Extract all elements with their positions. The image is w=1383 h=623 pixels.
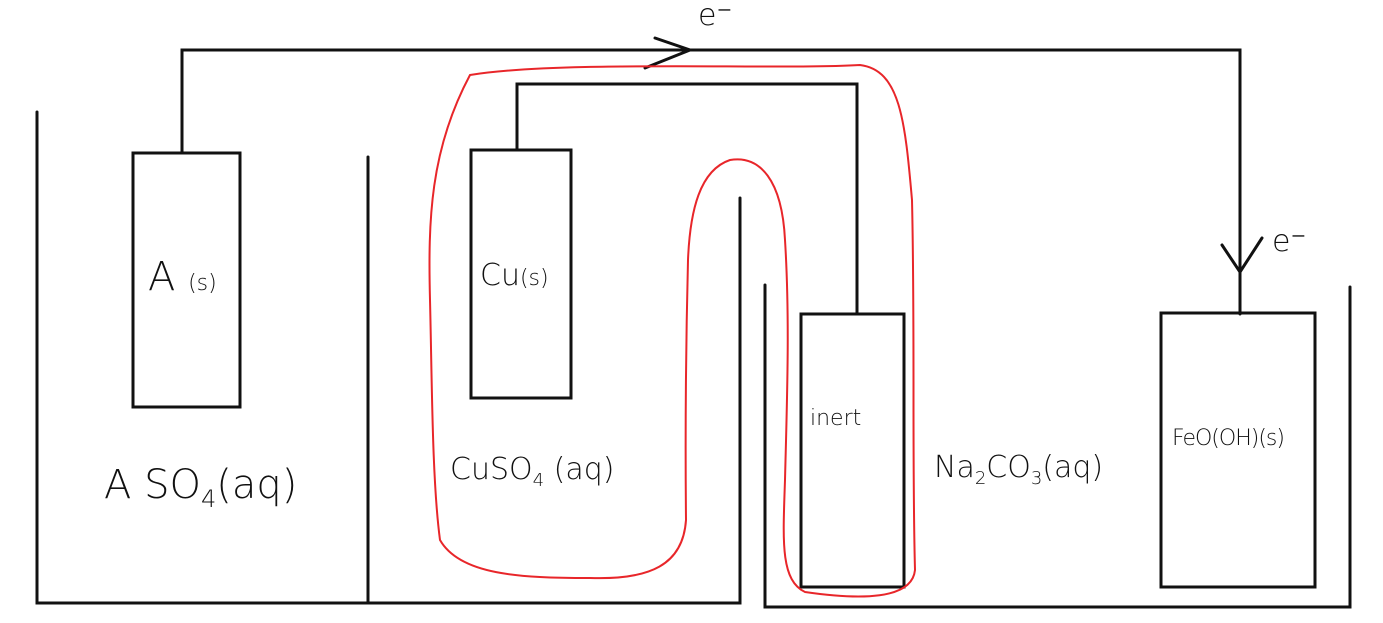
inner-wire	[515, 82, 859, 316]
electrode-feooh	[1159, 311, 1317, 589]
electrode-a-state: (s)	[188, 271, 217, 296]
highlight-loop	[428, 63, 917, 598]
outer-wire	[180, 48, 1242, 316]
container-left	[35, 110, 742, 605]
cuso4-formula: CuSO	[450, 452, 533, 487]
electrode-a-label: A (s)	[148, 254, 217, 300]
electrode-a-name: A	[148, 254, 176, 300]
na2co3-state: (aq)	[1042, 450, 1104, 485]
na2co3-subscript-1: 2	[974, 468, 987, 489]
aso4-state: (aq)	[216, 462, 298, 508]
electron-label-top: e⁻	[698, 0, 733, 33]
electrode-a	[131, 151, 242, 409]
aso4-part-a: A	[104, 462, 132, 508]
na2co3-part-a: Na	[934, 450, 975, 485]
aso4-subscript: 4	[200, 485, 217, 513]
electrode-inert	[799, 312, 906, 589]
electrode-inert-label: inert	[810, 406, 862, 431]
solution-na2co3-label: Na2CO3(aq)	[934, 450, 1103, 489]
electrode-cu-name: Cu	[480, 258, 520, 293]
na2co3-part-b: CO	[986, 450, 1031, 485]
electrode-feooh-label: FeO(OH)(s)	[1172, 426, 1285, 451]
electrode-cu-state: (s)	[519, 266, 549, 291]
electron-arrow-top	[643, 36, 695, 70]
cuso4-state: (aq)	[553, 452, 615, 487]
solution-aso4-label: A SO4(aq)	[104, 462, 297, 513]
electrode-cu-label: Cu(s)	[480, 258, 549, 293]
aso4-part-b: SO	[144, 462, 201, 508]
electron-label-right: e⁻	[1272, 224, 1307, 259]
na2co3-subscript-2: 3	[1030, 468, 1043, 489]
electron-arrow-right	[1220, 236, 1264, 275]
cuso4-subscript: 4	[532, 470, 545, 491]
container-right	[763, 283, 1352, 609]
electrode-cu	[469, 148, 573, 400]
solution-cuso4-label: CuSO4 (aq)	[450, 452, 614, 491]
